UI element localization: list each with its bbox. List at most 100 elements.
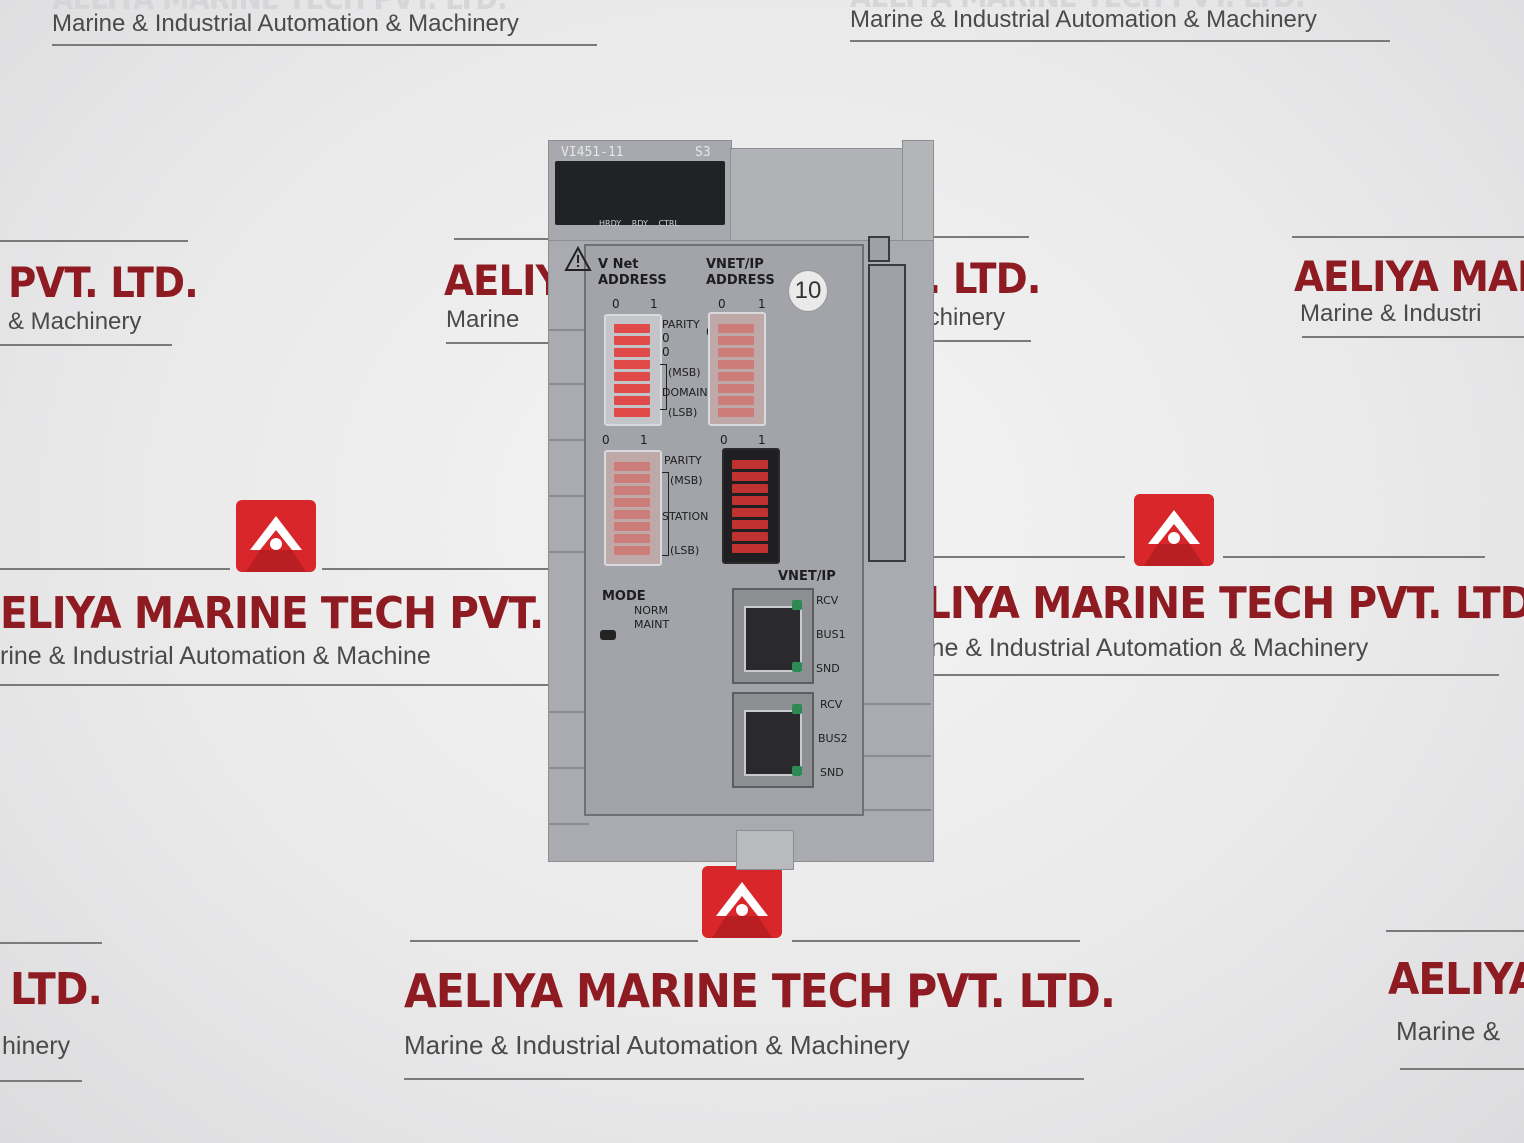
dip-bit[interactable] [614, 408, 650, 417]
dip-bit[interactable] [614, 348, 650, 357]
brand-logo [1134, 494, 1214, 566]
label-parity: PARITY [664, 454, 702, 467]
label-lsb: (LSB) [668, 406, 698, 419]
watermark-rule [0, 240, 188, 242]
dip-bit[interactable] [718, 324, 754, 333]
module-top-left: VI451-11 S3 HRDY RDY CTRL [548, 140, 732, 244]
ports-title: VNET/IP [778, 569, 836, 584]
dip-bit[interactable] [718, 360, 754, 369]
watermark-rule [0, 568, 230, 570]
watermark-rule [446, 342, 550, 344]
dip-bit[interactable] [732, 496, 768, 505]
label-lsb: (LSB) [670, 544, 700, 557]
watermark-tagline: Marine & Industrial Automation & Machine… [850, 6, 1317, 33]
rail-column [868, 264, 906, 562]
dip-bit[interactable] [614, 396, 650, 405]
bus2-rcv-label: RCV [820, 698, 843, 711]
dip-bit[interactable] [614, 546, 650, 555]
watermark-company: AELIYA MARINE TECH PVT. LTD. [404, 964, 1116, 1018]
dip-bit[interactable] [732, 484, 768, 493]
rj45-jack[interactable] [744, 710, 802, 776]
watermark-rule [925, 674, 1499, 676]
vnetip-station-dip-switch[interactable] [722, 448, 780, 564]
handwritten-note: 10 [788, 270, 828, 312]
dip-bit[interactable] [614, 498, 650, 507]
domain-bracket [660, 364, 667, 410]
dip-bit[interactable] [732, 508, 768, 517]
watermark-rule [1223, 556, 1485, 558]
rj45-jack[interactable] [744, 606, 802, 672]
led-ctrl: CTRL [658, 219, 679, 228]
vnet-station-dip-switch[interactable] [604, 450, 662, 566]
vnetip-domain-dip-switch[interactable] [708, 312, 766, 426]
watermark-rule [0, 942, 102, 944]
left-vent [549, 661, 589, 713]
dip-bit[interactable] [732, 544, 768, 553]
style-code: S3 [695, 145, 711, 160]
watermark-company: ELIYA MARINE TECH PVT. LT [0, 588, 602, 639]
dip-bit[interactable] [732, 460, 768, 469]
label-zero: 0 [662, 331, 670, 345]
dip-bit[interactable] [614, 336, 650, 345]
dip-bit[interactable] [614, 462, 650, 471]
bit-label-1: 1 [758, 297, 766, 311]
station-bracket [662, 472, 669, 556]
bus1-ethernet-port[interactable] [732, 588, 814, 684]
vnet-domain-dip-switch[interactable] [604, 314, 662, 426]
led-hrdy: HRDY [599, 219, 622, 228]
bus1-label: BUS1 [816, 628, 846, 641]
dip-bit[interactable] [614, 522, 650, 531]
vnet-address-title-2: ADDRESS [598, 273, 667, 288]
dip-bit[interactable] [614, 360, 650, 369]
watermark-rule [0, 1080, 82, 1082]
watermark-tagline: Marine [446, 306, 520, 333]
front-panel: V Net ADDRESS VNET/IP ADDRESS 10 0 1 0 1 [564, 244, 864, 816]
dip-bit[interactable] [718, 408, 754, 417]
bit-label-1: 1 [650, 297, 658, 311]
watermark-company: LIYA MARINE TECH PVT. LTD. [925, 578, 1524, 629]
dip-bit[interactable] [718, 396, 754, 405]
bit-label-1: 1 [640, 433, 648, 447]
rail-cap [868, 236, 890, 262]
dip-bit[interactable] [732, 520, 768, 529]
dip-bit[interactable] [614, 324, 650, 333]
dip-bit[interactable] [732, 532, 768, 541]
mode-maint-label: MAINT [634, 618, 670, 631]
mode-switch[interactable] [600, 630, 616, 640]
bus2-label: BUS2 [818, 732, 848, 745]
watermark-tagline: Marine & Industrial Automation & Machine… [404, 1030, 910, 1060]
vnetip-address-title-2: ADDRESS [706, 273, 775, 288]
label-domain: DOMAIN [662, 386, 708, 399]
label-msb: (MSB) [670, 474, 703, 487]
dip-bit[interactable] [614, 534, 650, 543]
dip-bit[interactable] [718, 372, 754, 381]
dip-bit[interactable] [732, 472, 768, 481]
dip-bit[interactable] [718, 384, 754, 393]
watermark-rule [1292, 236, 1524, 238]
model-strip: VI451-11 S3 [553, 145, 723, 161]
watermark-rule [404, 1078, 1084, 1080]
bottom-latch[interactable] [736, 830, 794, 870]
dip-bit[interactable] [614, 474, 650, 483]
label-zero: 0 [662, 345, 670, 359]
right-vent [857, 651, 931, 705]
dip-bit[interactable] [718, 336, 754, 345]
watermark-rule [905, 236, 1029, 238]
watermark-tagline: Marine & [1396, 1016, 1501, 1046]
watermark-rule [1302, 336, 1524, 338]
watermark-company: LTD. [10, 964, 103, 1015]
warning-icon [564, 246, 592, 271]
bus2-snd-label: SND [820, 766, 844, 779]
dip-bit[interactable] [614, 486, 650, 495]
left-vent [549, 717, 589, 769]
dip-bit[interactable] [718, 348, 754, 357]
bus2-ethernet-port[interactable] [732, 692, 814, 788]
dip-bit[interactable] [614, 384, 650, 393]
dip-bit[interactable] [614, 372, 650, 381]
left-vent [549, 333, 589, 385]
watermark-tagline: & Machinery [8, 308, 142, 335]
dip-bit[interactable] [614, 510, 650, 519]
watermark-rule [52, 44, 597, 46]
watermark-rule [410, 940, 698, 942]
label-station: STATION [662, 510, 709, 523]
